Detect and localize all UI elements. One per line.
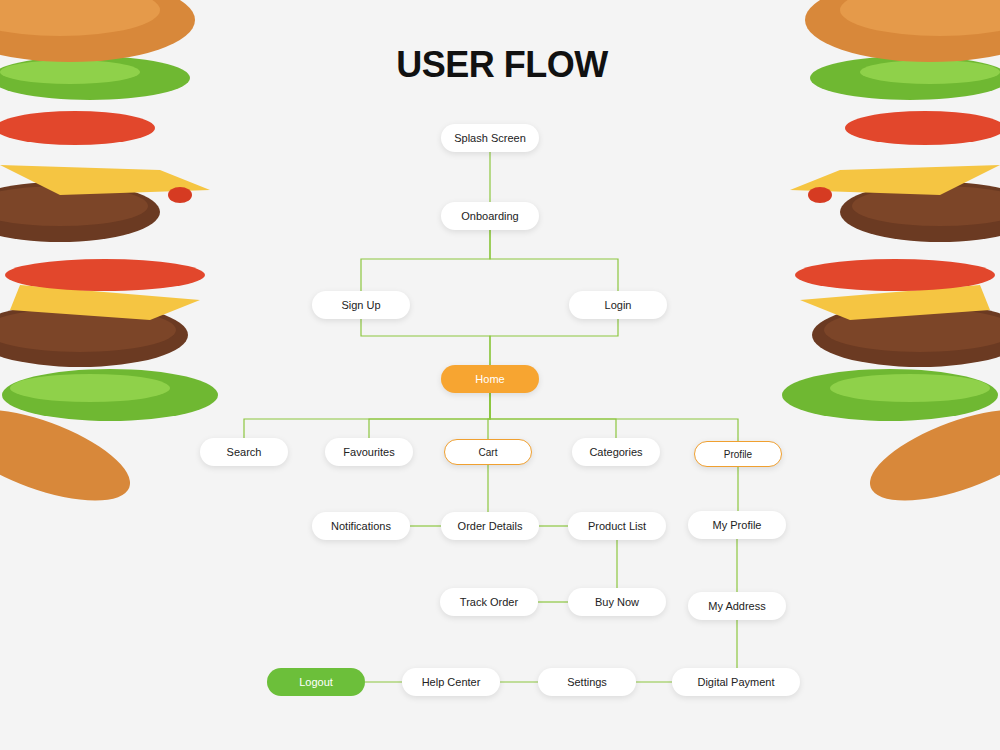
node-label: Categories xyxy=(589,446,642,458)
process-pill: Onboarding xyxy=(441,202,539,230)
flow-connector xyxy=(487,465,488,512)
process-pill: Order Details xyxy=(441,512,539,540)
flow-connector xyxy=(365,681,402,682)
flow-connector xyxy=(616,540,617,588)
flow-connector xyxy=(361,230,490,291)
process-pill: Notifications xyxy=(312,512,410,540)
node-label: Notifications xyxy=(331,520,391,532)
process-pill: My Address xyxy=(688,592,786,620)
node-label: Search xyxy=(227,446,262,458)
node-label: Sign Up xyxy=(341,299,380,311)
flow-connector xyxy=(736,620,737,668)
node-label: Order Details xyxy=(458,520,523,532)
process-pill: Help Center xyxy=(402,668,500,696)
flow-connector xyxy=(244,393,490,438)
process-pill: Categories xyxy=(572,438,660,466)
process-pill: Product List xyxy=(568,512,666,540)
flow-connector xyxy=(489,152,490,202)
process-pill: Settings xyxy=(538,668,636,696)
node-label: Help Center xyxy=(422,676,481,688)
node-label: Logout xyxy=(299,676,333,688)
node-label: Digital Payment xyxy=(697,676,774,688)
process-pill: Buy Now xyxy=(568,588,666,616)
node-label: Buy Now xyxy=(595,596,639,608)
node-label: Onboarding xyxy=(461,210,519,222)
process-pill: Digital Payment xyxy=(672,668,800,696)
node-label: Login xyxy=(605,299,632,311)
node-label: Cart xyxy=(479,447,498,458)
flow-connector xyxy=(490,393,738,441)
process-pill: Search xyxy=(200,438,288,466)
process-pill: Login xyxy=(569,291,667,319)
node-label: Track Order xyxy=(460,596,518,608)
flow-connector xyxy=(490,230,618,291)
flow-connector xyxy=(500,681,538,682)
home-pill: Home xyxy=(441,365,539,393)
flow-connector xyxy=(490,393,616,438)
section-pill: Cart xyxy=(444,439,532,465)
process-pill: My Profile xyxy=(688,511,786,539)
section-pill: Profile xyxy=(694,441,782,467)
node-label: Favourites xyxy=(343,446,394,458)
node-label: Home xyxy=(475,373,504,385)
process-pill: Favourites xyxy=(325,438,413,466)
logout-pill: Logout xyxy=(267,668,365,696)
node-label: My Profile xyxy=(713,519,762,531)
flow-connector xyxy=(410,525,441,526)
node-label: Product List xyxy=(588,520,646,532)
title: USER FLOW xyxy=(0,44,1000,86)
flow-connector xyxy=(361,319,490,365)
node-label: Profile xyxy=(724,449,752,460)
flow-connector xyxy=(369,393,490,438)
flow-connector xyxy=(636,681,672,682)
node-label: Settings xyxy=(567,676,607,688)
flow-connector xyxy=(539,525,568,526)
node-label: My Address xyxy=(708,600,765,612)
flow-connector xyxy=(538,601,568,602)
flow-connector xyxy=(736,539,737,592)
node-label: Splash Screen xyxy=(454,132,526,144)
process-pill: Track Order xyxy=(440,588,538,616)
process-pill: Sign Up xyxy=(312,291,410,319)
flow-connector xyxy=(737,467,738,511)
process-pill: Splash Screen xyxy=(441,124,539,152)
flow-connector xyxy=(490,319,618,365)
